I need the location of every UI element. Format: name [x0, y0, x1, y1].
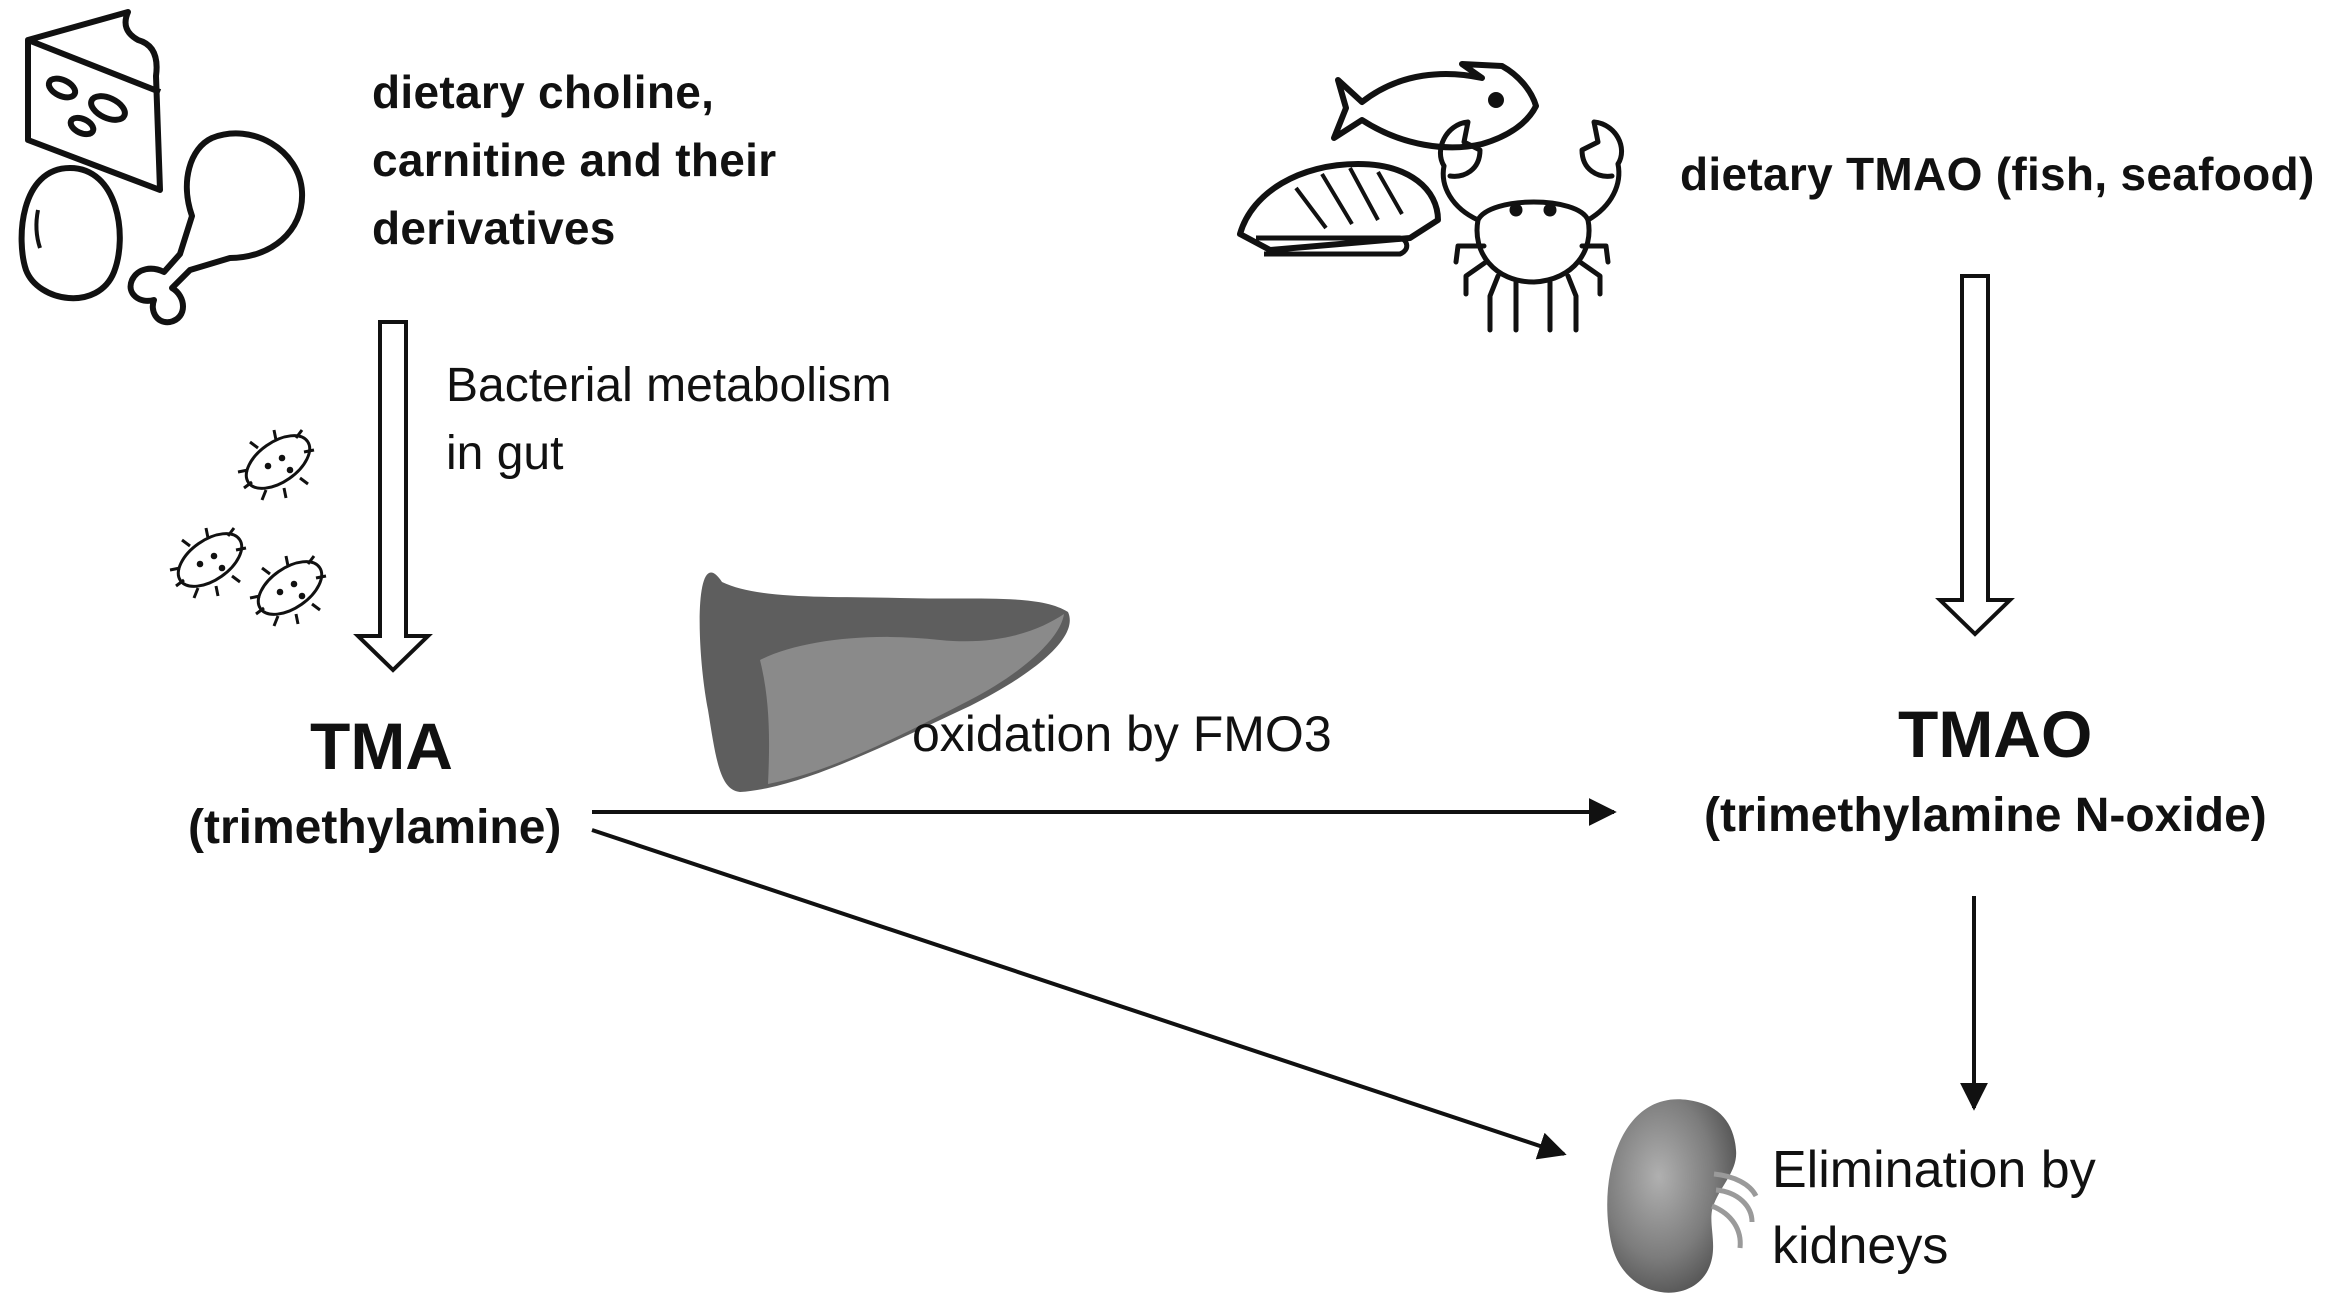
dietary-choline-line-2: carnitine and their: [372, 134, 777, 186]
dietary-choline-line-3: derivatives: [372, 202, 616, 254]
liver-icon: [699, 572, 1070, 792]
oxidation-label: oxidation by FMO3: [912, 706, 1332, 762]
bacterial-metabolism-label: Bacterial metabolism in gut: [446, 352, 892, 488]
bacteria-icon: [169, 429, 327, 627]
bacterial-metabolism-line-2: in gut: [446, 427, 564, 480]
elimination-label: Elimination by kidneys: [1772, 1132, 2096, 1284]
dietary-choline-label: dietary choline, carnitine and their der…: [372, 58, 776, 262]
dietary-tmao-label: dietary TMAO (fish, seafood): [1680, 148, 2315, 200]
tmao-title: TMAO: [1898, 697, 2093, 771]
hollow-arrow-dietary: [1935, 274, 2015, 637]
elimination-line-1: Elimination by: [1772, 1141, 2096, 1199]
egg-icon: [18, 164, 123, 301]
chicken-leg-icon: [127, 130, 306, 326]
fish-fillet-icon: [1237, 161, 1441, 257]
bacterial-metabolism-line-1: Bacterial metabolism: [446, 359, 892, 412]
arrow-tma-to-kidneys: [591, 828, 1567, 1160]
cheese-icon: [25, 9, 163, 193]
fish-icon: [1331, 61, 1539, 151]
tma-fullname: (trimethylamine): [188, 801, 562, 854]
elimination-line-2: kidneys: [1772, 1217, 1949, 1275]
tma-title: TMA: [310, 709, 453, 783]
dietary-choline-line-1: dietary choline,: [372, 66, 715, 118]
kidney-icon: [1607, 1099, 1759, 1293]
tmao-fullname: (trimethylamine N-oxide): [1704, 789, 2267, 842]
crab-icon: [1437, 119, 1625, 333]
hollow-arrow-bacterial: [353, 320, 433, 673]
